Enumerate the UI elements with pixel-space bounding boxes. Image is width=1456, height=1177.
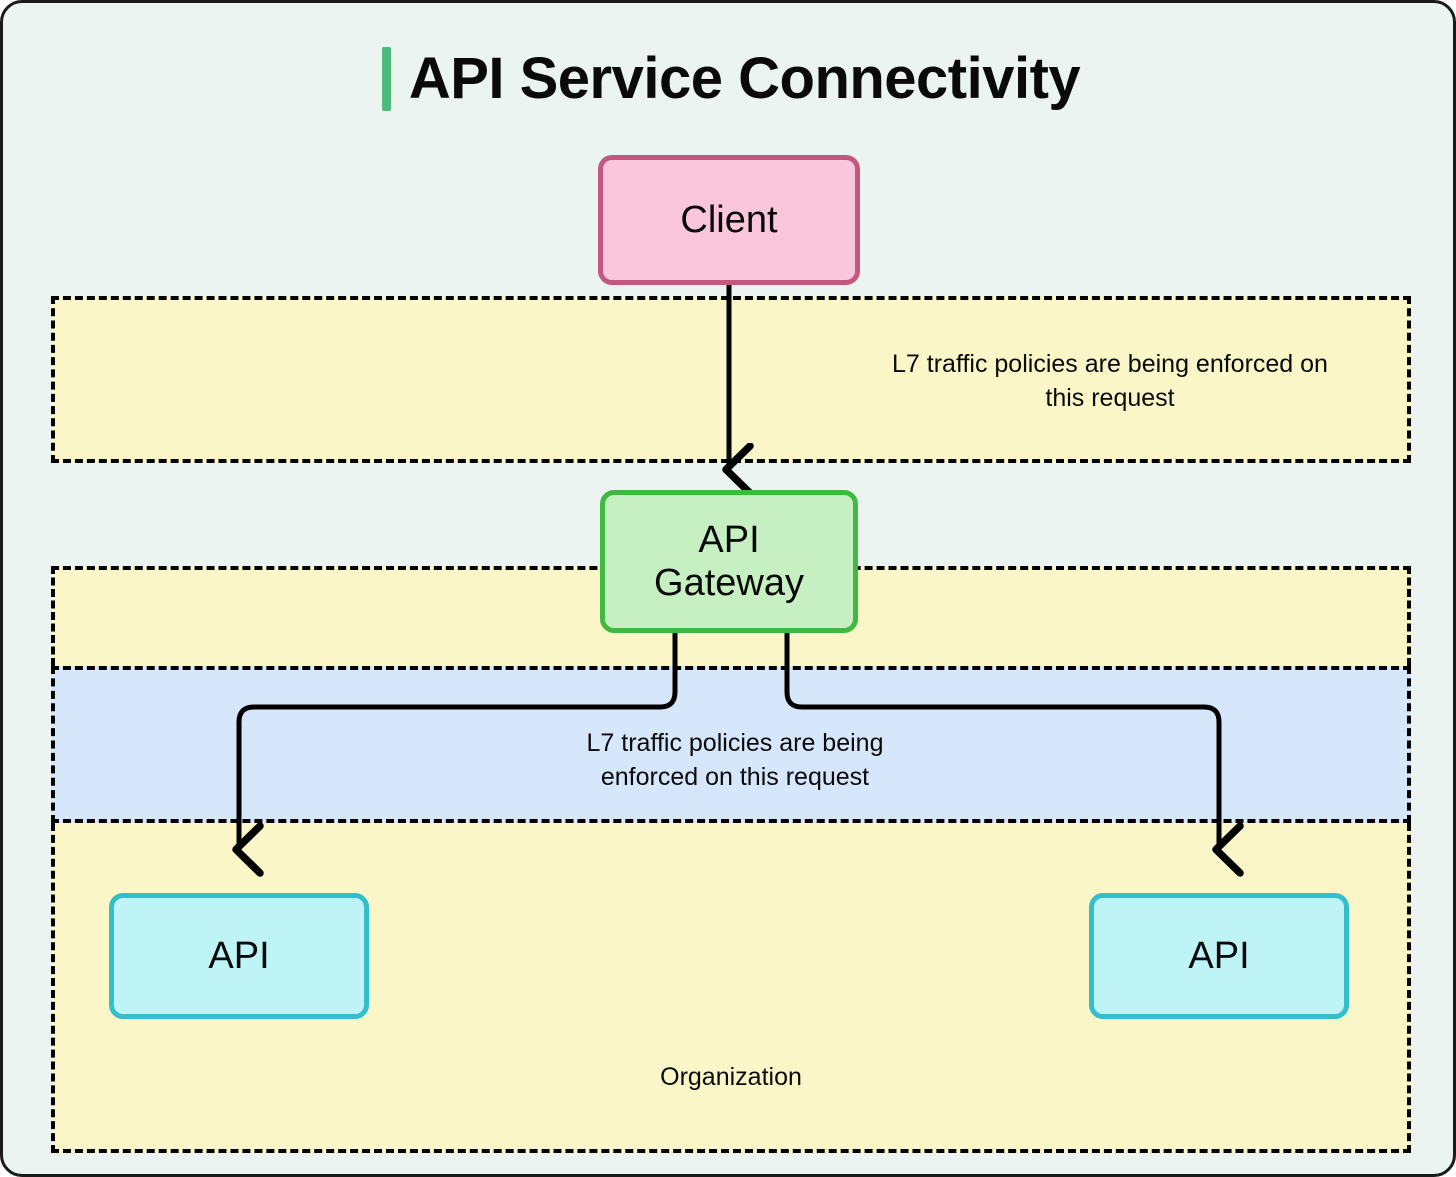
page-title: API Service Connectivity — [3, 46, 1453, 111]
node-api-left[interactable]: API — [109, 893, 369, 1019]
node-api-gateway-label-line2: Gateway — [654, 561, 804, 604]
node-api-left-label: API — [208, 934, 270, 977]
zone-policy-top-note-line1: L7 traffic policies are being enforced o… — [892, 350, 1328, 378]
zone-policy-blue-note-line2: enforced on this request — [600, 762, 870, 791]
node-client[interactable]: Client — [598, 155, 860, 285]
zone-policy-top-note-line2: this request — [1045, 383, 1175, 412]
title-label: API Service Connectivity — [408, 46, 1081, 111]
zone-organization-label: Organization — [660, 1063, 802, 1091]
node-api-gateway-label: API Gateway — [654, 519, 804, 604]
node-api-gateway-label-line1: API — [698, 518, 760, 561]
zone-policy-top: L7 traffic policies are being enforced o… — [51, 296, 1411, 463]
title-accent-bar — [381, 47, 391, 111]
zone-policy-blue-note: L7 traffic policies are being enforced o… — [450, 727, 1020, 795]
zone-policy-blue: L7 traffic policies are being enforced o… — [51, 666, 1411, 823]
node-api-right[interactable]: API — [1089, 893, 1349, 1019]
node-api-gateway[interactable]: API Gateway — [600, 490, 858, 633]
node-api-right-label: API — [1188, 934, 1250, 977]
zone-policy-blue-note-line1: L7 traffic policies are being — [586, 729, 884, 757]
node-client-label: Client — [680, 198, 778, 241]
zone-policy-top-note: L7 traffic policies are being enforced o… — [825, 348, 1395, 416]
